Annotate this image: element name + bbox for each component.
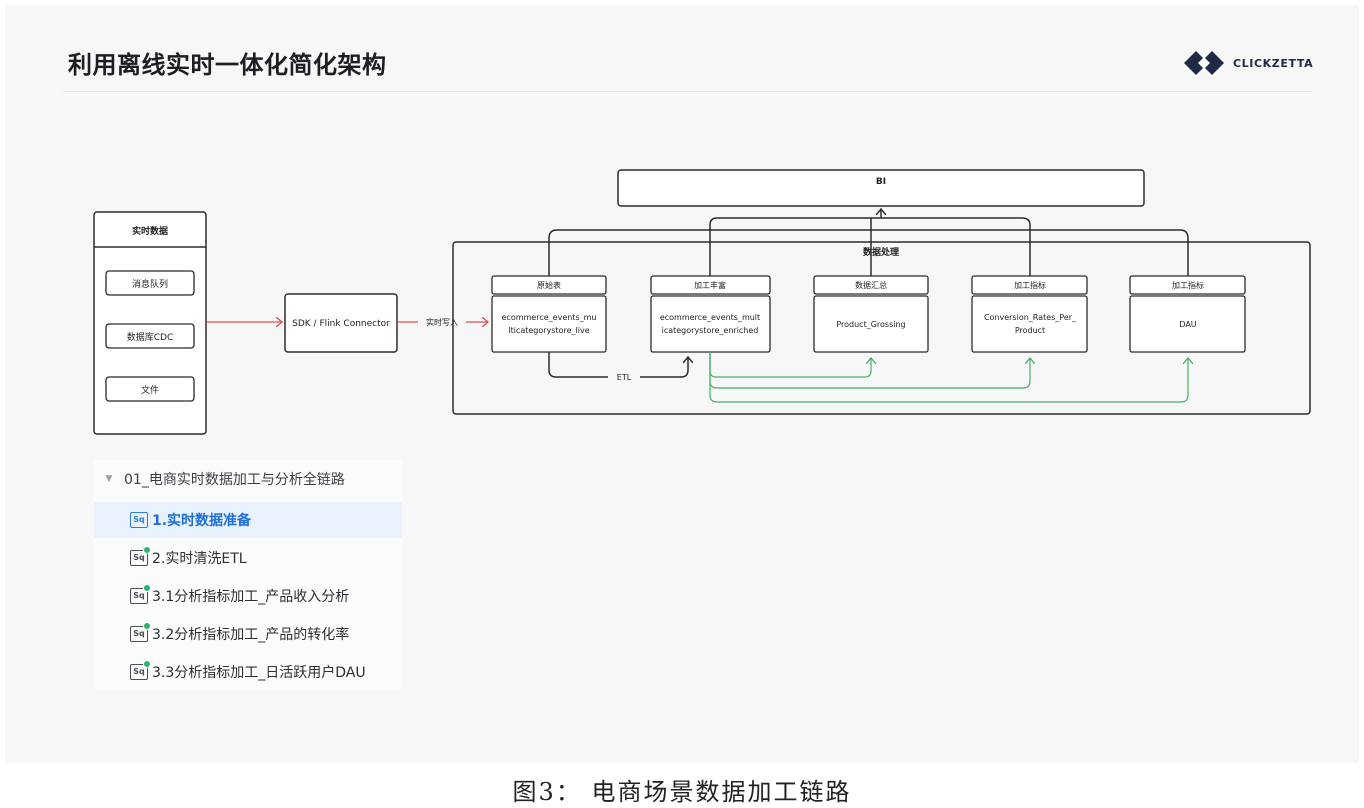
source-item-box-cdc <box>105 323 195 349</box>
source-item-box-mq <box>105 270 195 296</box>
sql-file-icon: Sq <box>130 622 151 642</box>
green-arrow-to-conversion <box>709 352 1030 389</box>
source-item-database-cdc: 数据库CDC <box>127 331 174 343</box>
sql-file-icon: Sq <box>130 512 148 528</box>
stage-raw-header: 原始表 <box>537 280 561 290</box>
etl-arrow <box>640 358 688 378</box>
sql-icon-text: Sq <box>133 553 145 562</box>
status-dot-icon <box>143 660 151 668</box>
stage-raw-body-2: lticategorystore_live <box>508 326 589 335</box>
tree-item-realtime-etl[interactable]: Sq 2.实时清洗ETL <box>94 540 402 576</box>
status-dot-icon <box>143 622 151 630</box>
source-panel: 实时数据 消息队列 数据库CDC 文件 <box>93 211 207 435</box>
connector-label: SDK / Flink Connector <box>292 319 390 329</box>
green-arrow-to-summary <box>709 352 871 378</box>
source-item-box-file <box>105 376 195 402</box>
stage-dau-header: 加工指标 <box>1172 280 1204 290</box>
title-divider <box>63 91 1313 92</box>
etl-line-left <box>548 352 608 378</box>
tree-item-conversion-rate[interactable]: Sq 3.2分析指标加工_产品的转化率 <box>94 616 402 652</box>
bi-box <box>617 169 1145 207</box>
sql-icon-text: Sq <box>133 515 145 524</box>
bi-feed-inner <box>709 217 1031 276</box>
sql-icon-text: Sq <box>133 667 145 676</box>
stage-raw: 原始表 ecommerce_events_mu lticategorystore… <box>491 275 607 353</box>
stage-conversion: 加工指标 Conversion_Rates_Per_ Product <box>971 275 1088 353</box>
clickzetta-logo: CLICKZETTA <box>1183 49 1313 77</box>
sql-icon-text: Sq <box>133 591 145 600</box>
sql-icon-text: Sq <box>133 629 145 638</box>
connector-box <box>284 293 398 353</box>
chevron-down-icon[interactable]: ▼ <box>105 474 113 484</box>
processing-container <box>452 241 1311 415</box>
stage-summary-body-1: Product_Grossing <box>836 320 905 329</box>
tree-folder-ecommerce[interactable]: ▼ 01_电商实时数据加工与分析全链路 <box>94 460 345 498</box>
stage-enriched: 加工丰富 ecommerce_events_mult icategorystor… <box>650 275 771 353</box>
stage-dau-body-1: DAU <box>1179 320 1196 329</box>
stage-raw-body-1: ecommerce_events_mu <box>502 313 597 322</box>
green-arrow-to-dau <box>709 352 1188 403</box>
bi-feed-outer <box>548 229 1189 276</box>
stage-conversion-body-1: Conversion_Rates_Per_ <box>984 313 1077 322</box>
sql-file-icon: Sq <box>130 546 151 566</box>
stage-enriched-body-2: icategorystore_enriched <box>662 326 759 335</box>
stage-enriched-header: 加工丰富 <box>694 280 726 290</box>
stage-conversion-header: 加工指标 <box>1014 280 1046 290</box>
tree-item-label: 3.3分析指标加工_日活跃用户DAU <box>152 665 366 681</box>
source-item-message-queue: 消息队列 <box>132 278 168 290</box>
bi-label: BI <box>876 177 886 187</box>
source-panel-title: 实时数据 <box>132 225 168 237</box>
sql-file-icon: Sq <box>130 660 151 680</box>
logo-text: CLICKZETTA <box>1233 56 1314 70</box>
etl-label: ETL <box>617 373 632 382</box>
file-tree-panel: ▼ 01_电商实时数据加工与分析全链路 Sq 1.实时数据准备 Sq 2.实时清… <box>94 460 402 690</box>
tree-item-label: 3.2分析指标加工_产品的转化率 <box>152 627 350 643</box>
figure-caption: 图3： 电商场景数据加工链路 <box>512 778 852 806</box>
tree-item-label: 2.实时清洗ETL <box>152 551 247 567</box>
source-item-file: 文件 <box>141 384 159 396</box>
clickzetta-logo-icon <box>1184 51 1224 75</box>
slide-title: 利用离线实时一体化简化架构 <box>68 51 387 79</box>
bi-feed-lines <box>548 210 1189 276</box>
tree-item-label: 1.实时数据准备 <box>152 513 252 529</box>
sql-file-icon: Sq <box>130 584 151 604</box>
tree-folder-label: 01_电商实时数据加工与分析全链路 <box>124 472 345 488</box>
tree-item-dau[interactable]: Sq 3.3分析指标加工_日活跃用户DAU <box>94 654 402 690</box>
status-dot-icon <box>143 546 151 554</box>
stage-summary: 数据汇总 Product_Grossing <box>813 275 929 353</box>
stage-summary-header: 数据汇总 <box>855 280 887 290</box>
stage-conversion-body-2: Product <box>1015 326 1045 335</box>
realtime-write-label: 实时写入 <box>426 317 458 327</box>
processing-label: 数据处理 <box>863 246 899 258</box>
tree-item-label: 3.1分析指标加工_产品收入分析 <box>152 589 350 605</box>
green-flows <box>709 352 1188 403</box>
stage-dau: 加工指标 DAU <box>1129 275 1246 353</box>
stage-enriched-body-1: ecommerce_events_mult <box>660 313 760 322</box>
status-dot-icon <box>143 584 151 592</box>
tree-item-realtime-prep[interactable]: Sq 1.实时数据准备 <box>94 502 402 538</box>
tree-item-revenue-analysis[interactable]: Sq 3.1分析指标加工_产品收入分析 <box>94 578 402 614</box>
